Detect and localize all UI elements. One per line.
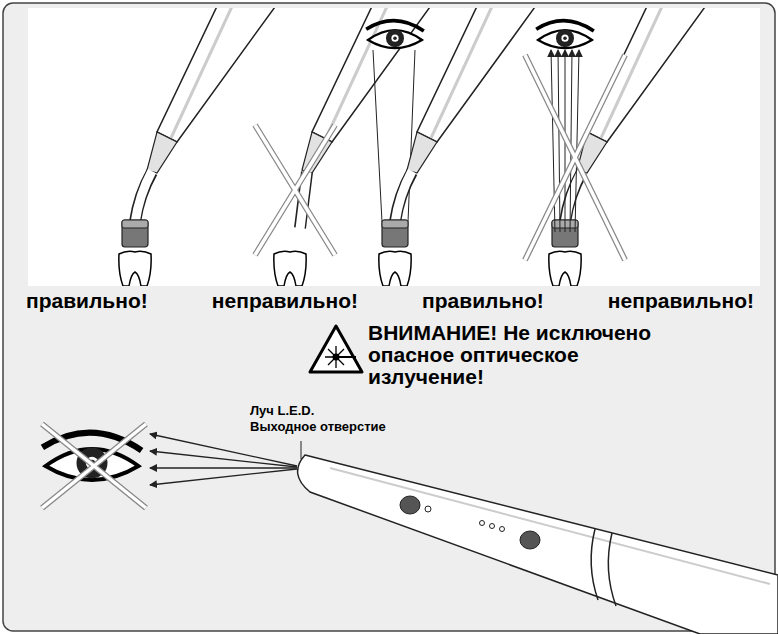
laser-warning-symbol — [310, 326, 362, 372]
warning-text: ВНИМАНИЕ! Не исключено опасное оптическо… — [368, 322, 678, 388]
frame — [3, 3, 775, 631]
eye-crossed — [42, 424, 146, 508]
outlet-label: Выходное отверстие — [250, 420, 386, 434]
figures — [119, 8, 710, 286]
label-row: правильно! неправильно! правильно! неправил… — [26, 289, 754, 313]
verdict-label: неправильно! — [608, 289, 754, 313]
verdict-label: правильно! — [26, 289, 148, 313]
leader-line — [301, 441, 302, 459]
verdict-label: неправильно! — [212, 289, 358, 313]
verdict-label: правильно! — [422, 289, 544, 313]
led-rays — [150, 434, 297, 485]
led-label: Луч L.E.D. — [250, 404, 314, 418]
curing-light-pen — [298, 455, 778, 634]
